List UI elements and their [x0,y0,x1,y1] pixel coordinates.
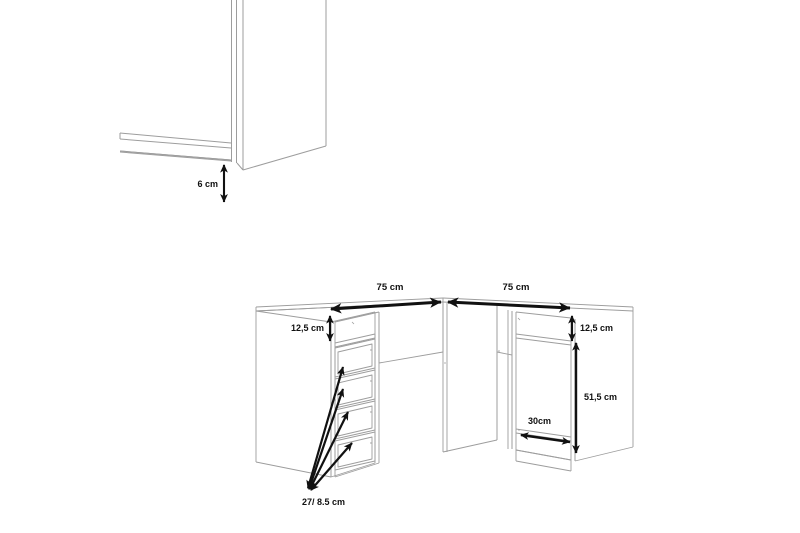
upper-figure-group: 6 cm [119,0,327,203]
dimension-right-gap: 12,5 cm [568,315,613,342]
left-drawer-stack [334,338,376,471]
cabinet-body-outline [231,0,327,171]
lower-figure-dimensions: 75 cm 75 cm 12,5 cm 12,5 cm 51,5 cm [291,282,617,507]
top-right-width-label: 75 cm [503,282,530,293]
dimension-drawer-size: 27/ 8.5 cm [302,366,353,507]
dimension-cabinet-height: 51,5 cm [572,342,617,454]
dimension-top-right-width: 75 cm [447,282,571,313]
dimension-top-left-width: 75 cm [330,282,442,314]
left-top-gap-shelf [334,333,376,344]
cabinet-height-label: 51,5 cm [584,392,617,402]
right-top-gap-shelf [515,333,572,342]
drawer-leader-4 [310,442,353,491]
dimension-left-gap: 12,5 cm [291,315,334,342]
desk-top-surface [255,297,634,312]
centre-kneehole-group [378,303,513,453]
cabinet-depth-arrow [520,432,571,445]
top-right-width-arrow [447,297,571,313]
drawer-leader-3 [309,411,349,490]
dimension-cabinet-depth: 30cm [520,416,571,445]
cabinet-depth-label: 30cm [528,416,551,426]
right-gap-label: 12,5 cm [580,323,613,333]
left-end-panel-top [255,310,332,323]
drawer-size-label: 27/ 8.5 cm [302,497,345,507]
plinth-lower-board [119,151,232,162]
left-gap-label: 12,5 cm [291,323,324,333]
dimension-plinth-height: 6 cm [197,164,228,203]
top-left-width-label: 75 cm [377,282,404,293]
plinth-height-label: 6 cm [197,179,218,189]
top-left-width-arrow [330,297,442,314]
plinth-outline [119,132,232,161]
